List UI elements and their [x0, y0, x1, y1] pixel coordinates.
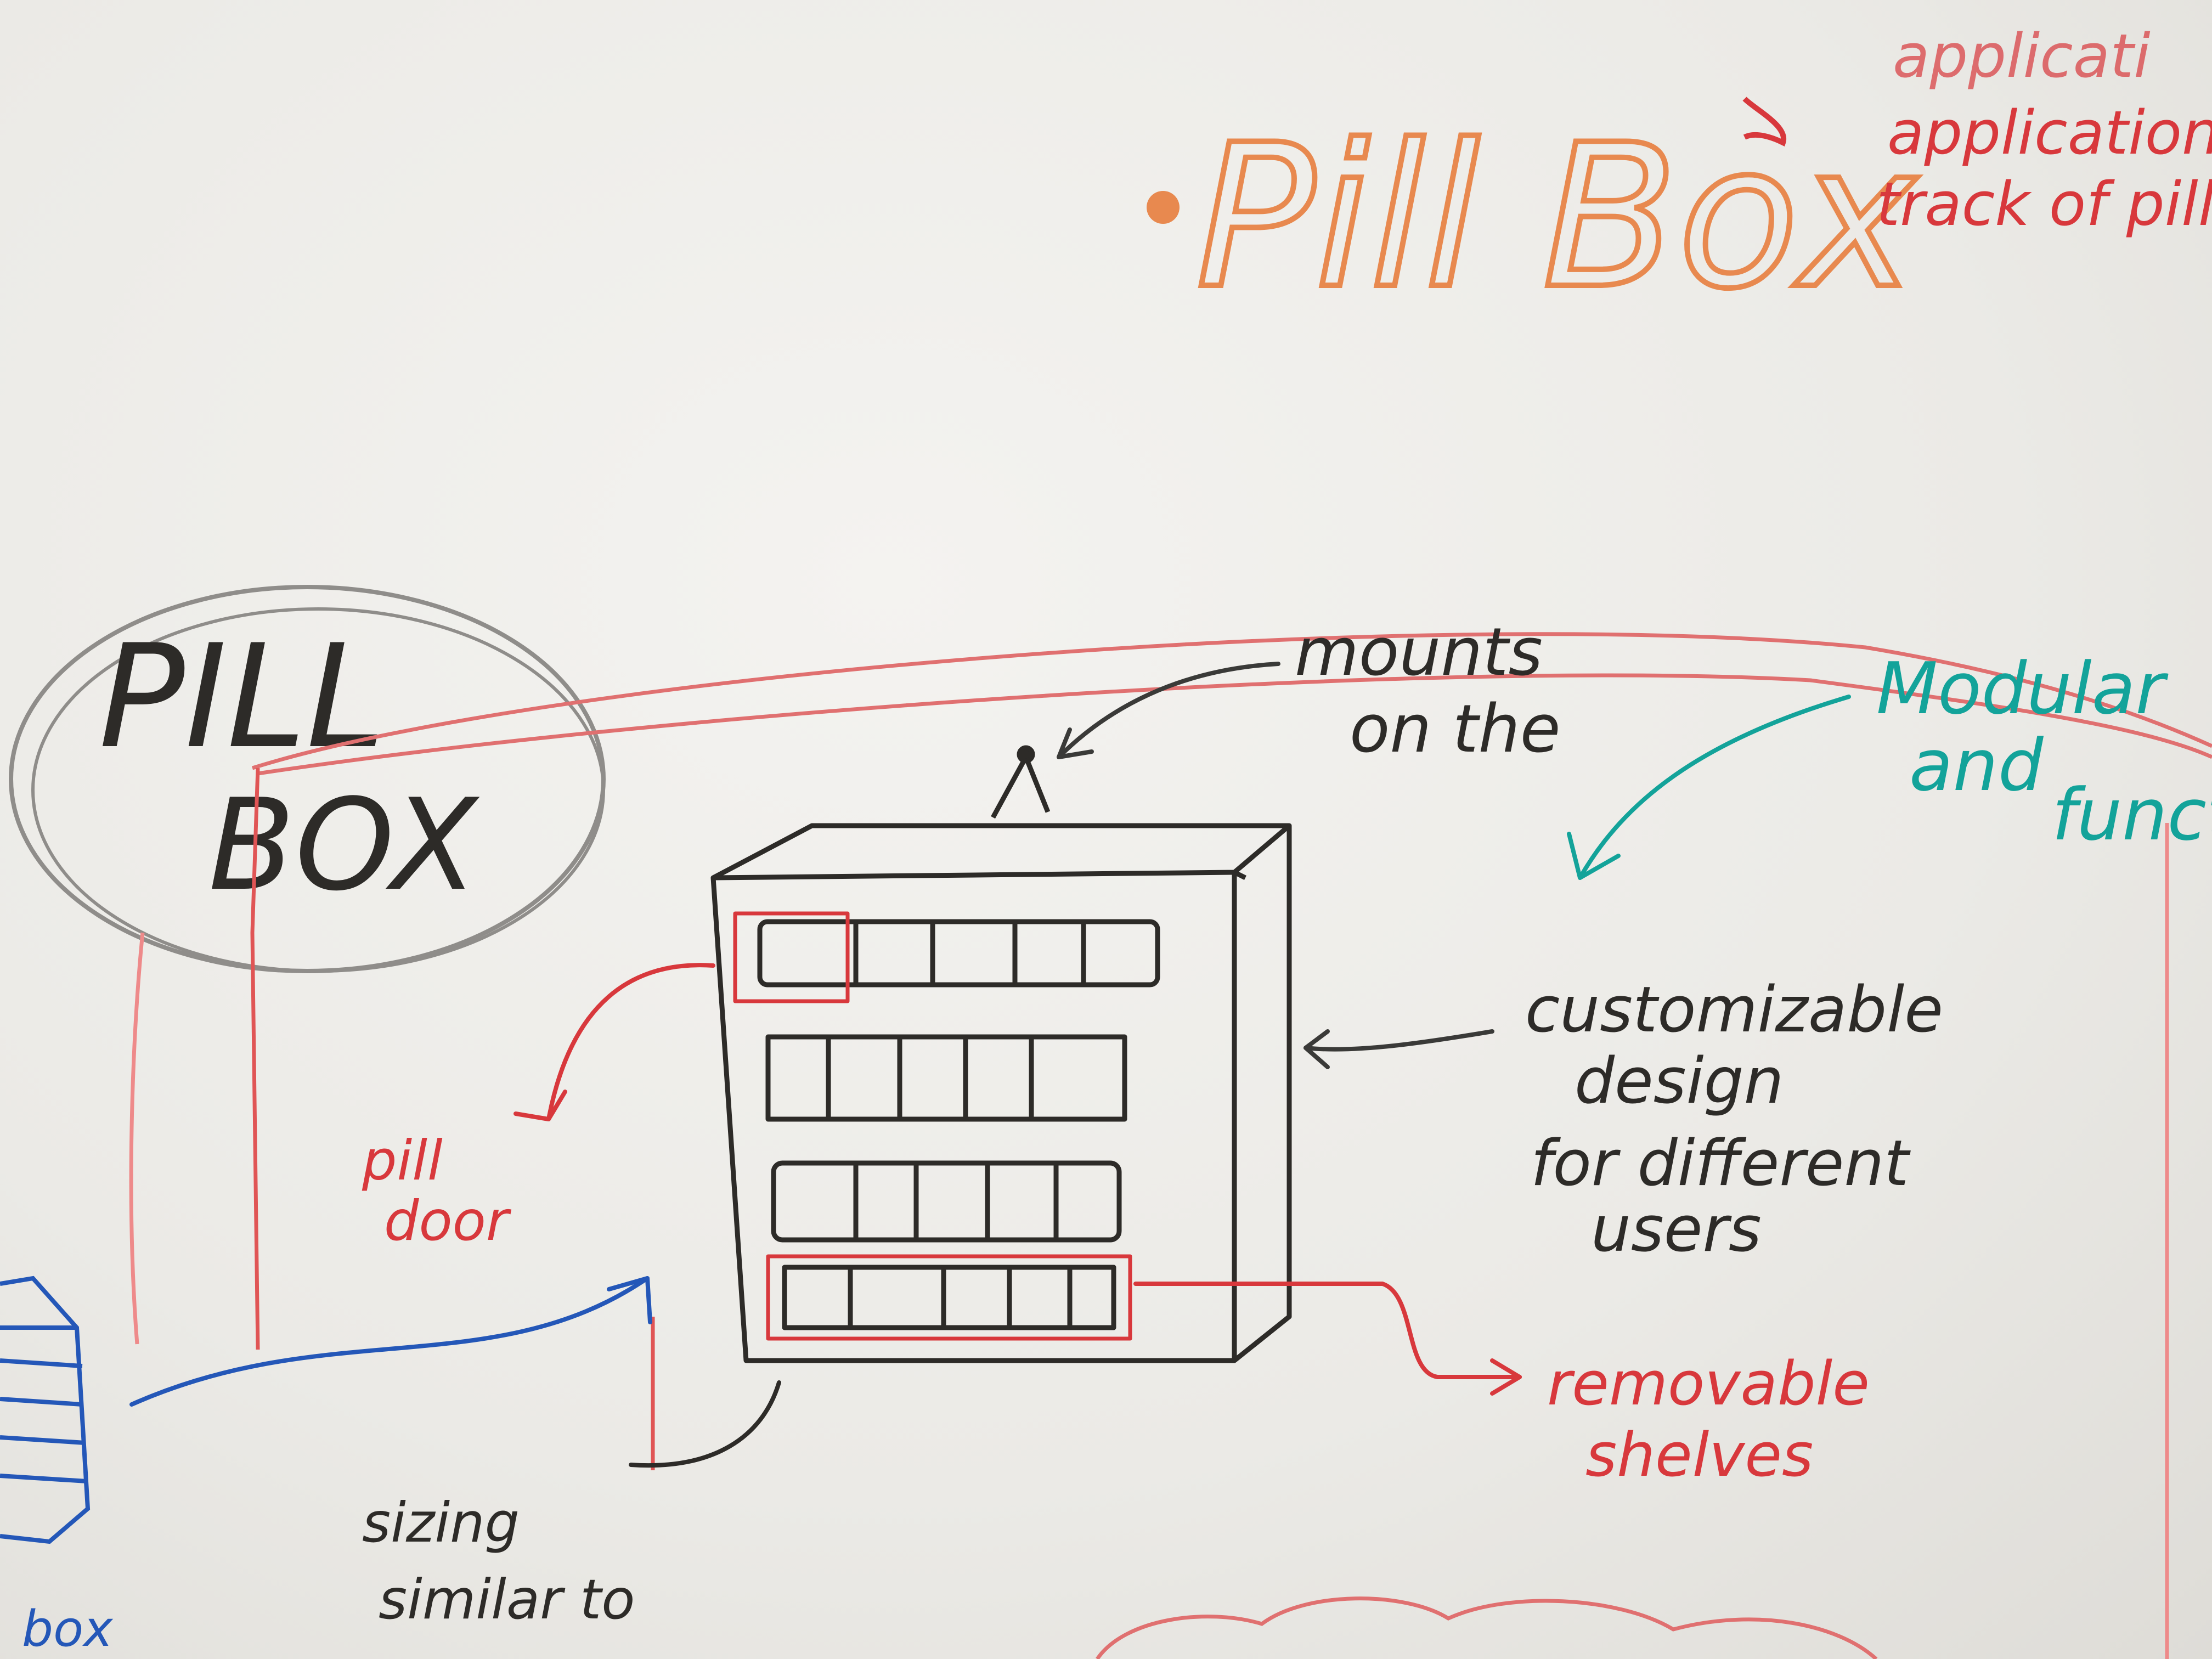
circled-pill-box: PILL BOX: [9, 585, 606, 973]
bottom-cloud-outline: [1096, 1596, 1878, 1659]
customizable-label-line-1: customizable: [1525, 973, 1943, 1047]
modular-label-line-1: Modular: [1876, 647, 2169, 730]
circled-title-line-1: PILL: [99, 614, 386, 780]
sizing-label-line-2: similar to: [379, 1567, 635, 1632]
cabinet-outline: [710, 823, 1292, 1363]
shelf-4: [766, 1254, 1132, 1341]
top-right-notes: applicati application ( track of pill: [1742, 21, 2212, 239]
red-flow-lines: [129, 632, 2212, 1659]
customizable-arrow: [1304, 1029, 1494, 1052]
note-line-3: track of pill: [1876, 169, 2212, 239]
blue-stacked-box-sketch: [0, 1276, 91, 1544]
customizable-label-line-3: for different: [1531, 1127, 1911, 1200]
pill-door-label-line-2: door: [384, 1189, 512, 1253]
modular-arrow: [1578, 695, 1851, 880]
modular-label-line-3: functi: [2052, 773, 2212, 856]
orange-bullet-dot: [1147, 191, 1180, 224]
removable-shelf-highlight: [766, 1254, 1132, 1341]
pill-door-label-line-1: pill: [362, 1128, 443, 1193]
title-pill-box: Pill Box: [1147, 99, 1922, 335]
mounts-label-line-2: on the: [1350, 691, 1561, 768]
sizing-pointer: [629, 1380, 781, 1468]
circle-outline-inner: [31, 607, 605, 973]
note-line-1: applicati: [1893, 21, 2151, 91]
note-line-2: application (: [1887, 98, 2212, 168]
shelf-3: [771, 1160, 1122, 1243]
removable-arrow: [1133, 1282, 1522, 1379]
box-label: box: [22, 1600, 114, 1658]
mounts-arrow: [1057, 662, 1280, 759]
removable-label-line-1: removable: [1547, 1348, 1870, 1419]
pill-door-arrow: [546, 963, 715, 1121]
title-text: Pill Box: [1196, 102, 1919, 332]
sizing-label-line-1: sizing: [362, 1491, 520, 1555]
modular-label-line-2: and: [1909, 724, 2044, 807]
circled-title-line-2: BOX: [208, 772, 480, 919]
shelf-1: [733, 911, 1160, 1003]
pill-door-highlight: [733, 911, 850, 1003]
sizing-arrow: [129, 1276, 650, 1407]
wall-mount: [991, 754, 1051, 819]
customizable-label-line-4: users: [1591, 1193, 1762, 1266]
pill-box-cabinet-sketch: [710, 745, 1292, 1363]
annotation-arrows: [129, 662, 1851, 1468]
customizable-label-line-2: design: [1575, 1045, 1784, 1118]
removable-label-line-2: shelves: [1585, 1420, 1813, 1490]
shelf-2: [765, 1034, 1127, 1122]
mounts-label-line-1: mounts: [1295, 614, 1543, 691]
